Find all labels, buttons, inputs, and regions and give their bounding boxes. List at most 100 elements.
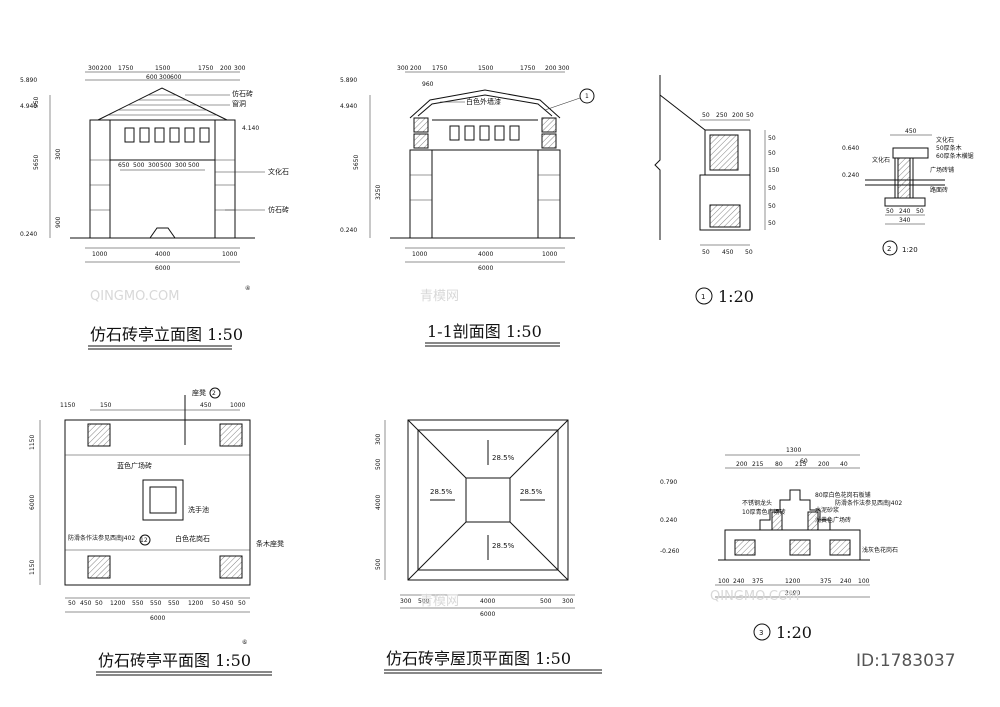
detail3-level-1: 0.790 bbox=[660, 479, 677, 486]
detail3-top-dim-5: 80 bbox=[775, 461, 783, 468]
section-top-dim-1: 300 bbox=[397, 65, 409, 72]
detail1-number: 1 bbox=[701, 293, 705, 301]
section-callout: 1 bbox=[585, 93, 589, 100]
watermark-3: QINGMO.COM bbox=[710, 589, 799, 604]
elev-mid-dim-3: 300 bbox=[148, 162, 160, 169]
elev-label-window: 窗洞 bbox=[232, 99, 246, 108]
roof-bottom-dim-3: 4000 bbox=[480, 598, 495, 605]
elev-label-brick-2: 仿石砖 bbox=[268, 205, 289, 214]
detail2-label-2: 50厚条木 bbox=[936, 144, 962, 152]
title-elevation: 仿石砖亭立面图 1:50 bbox=[90, 325, 243, 344]
detail3-bottom-dim-6: 240 bbox=[840, 578, 852, 585]
plan-label-white-granite: 白色花岗石 bbox=[175, 534, 210, 543]
detail2-level-1: 0.640 bbox=[842, 145, 859, 152]
elev-top-dim-4: 1500 bbox=[155, 65, 170, 72]
elev-axis-tag: ④ bbox=[245, 285, 250, 292]
detail2-label-5: 广场砖铺 bbox=[930, 166, 954, 174]
plan-left-dim-3: 1150 bbox=[29, 560, 36, 575]
detail3-label-5: 浅黄色广场砖 bbox=[815, 516, 851, 524]
detail1-number-circle bbox=[695, 287, 713, 305]
detail1-top-dim-4: 50 bbox=[746, 112, 754, 119]
section-top-dim-3: 1750 bbox=[432, 65, 447, 72]
elev-top-dim-5: 1750 bbox=[198, 65, 213, 72]
detail3-drawing bbox=[715, 454, 870, 641]
plan-bottom-dim-8: 1200 bbox=[188, 600, 203, 607]
detail2-scale: 1:20 bbox=[902, 246, 918, 254]
elev-mid-dim-1: 650 bbox=[118, 162, 130, 169]
section-top-dim-7: 300 bbox=[558, 65, 570, 72]
watermark-1: QINGMO.COM bbox=[90, 289, 179, 304]
plan-bottom-dim-4: 1200 bbox=[110, 600, 125, 607]
detail3-top-dim-6: 215 bbox=[795, 461, 807, 468]
detail2-bottom-dim-1: 50 bbox=[886, 208, 894, 215]
plan-axis-tag: ⑥ bbox=[242, 639, 247, 646]
detail1-drawing bbox=[654, 75, 766, 246]
roof-plan-drawing bbox=[384, 419, 575, 609]
detail1-top-dim-3: 200 bbox=[732, 112, 744, 119]
detail2-number: 2 bbox=[887, 245, 891, 253]
section-top-dim-2: 200 bbox=[410, 65, 422, 72]
roof-slope-2: 28.5% bbox=[430, 488, 453, 496]
watermark-2: 青模网 bbox=[420, 289, 459, 304]
plan-label-bench: 座凳 bbox=[192, 388, 206, 397]
elev-label-brick: 仿石砖 bbox=[232, 89, 253, 98]
plan-label-blue-tile: 蓝色广场砖 bbox=[117, 461, 152, 470]
detail2-label-3: 60厚条木横锯 bbox=[936, 152, 974, 160]
plan-bottom-dim-2: 450 bbox=[80, 600, 92, 607]
detail3-bottom-dim-5: 375 bbox=[820, 578, 832, 585]
section-bottom-dim-1: 1000 bbox=[412, 251, 427, 258]
detail2-label-4: 文化石 bbox=[872, 156, 890, 164]
elev-left-dim-4: 300 bbox=[55, 148, 62, 160]
detail3-bottom-dim-4: 1200 bbox=[785, 578, 800, 585]
title-plan: 仿石砖亭平面图 1:50 bbox=[98, 651, 251, 670]
detail1-text: 50 250 200 50 50 450 50 50 50 150 50 50 … bbox=[695, 112, 780, 306]
plan-note: 防滑条作法参见西南J402 bbox=[68, 534, 135, 542]
detail3-bottom-total: 2090 bbox=[785, 590, 800, 597]
roof-bottom-dim-5: 300 bbox=[562, 598, 574, 605]
section-bottom-total: 6000 bbox=[478, 265, 493, 272]
detail3-bottom-dim-2: 240 bbox=[733, 578, 745, 585]
section-left-dim-2: 3250 bbox=[375, 185, 382, 200]
elevation-text: 仿石砖 窗洞 文化石 仿石砖 5.890 4.940 4.140 0.240 3… bbox=[20, 65, 289, 292]
detail3-label-2: 不锈钢龙头 bbox=[742, 499, 772, 507]
plan-bottom-dim-3: 50 bbox=[95, 600, 103, 607]
watermarks: QINGMO.COM 青模网 QINGMO.COM 青模网 bbox=[90, 289, 799, 609]
elev-top-dim-6: 200 bbox=[220, 65, 232, 72]
detail3-top-dim-4: 215 bbox=[752, 461, 764, 468]
detail1-right-dim-6: 50 bbox=[768, 220, 776, 227]
elev-level-1: 5.890 bbox=[20, 77, 37, 84]
section-left-dim-1: 5650 bbox=[353, 155, 360, 170]
elev-sub-dim-3: 600 bbox=[170, 74, 182, 81]
section-bottom-dim-3: 1000 bbox=[542, 251, 557, 258]
roof-left-dim-1: 300 bbox=[375, 433, 382, 445]
plan-bottom-dim-11: 50 bbox=[238, 600, 246, 607]
plan-top-dim-1: 1150 bbox=[60, 402, 75, 409]
detail3-scale: 1:20 bbox=[776, 623, 812, 642]
detail3-text: 80厚白色花岗石板铺 不锈钢龙头 10厚青色广场砖 水泥砂浆 浅黄色广场砖 浅灰… bbox=[660, 447, 902, 642]
elev-mid-dim-6: 500 bbox=[188, 162, 200, 169]
plan-bottom-dim-6: 550 bbox=[150, 600, 162, 607]
detail1-right-dim-3: 150 bbox=[768, 167, 780, 174]
section-label-white-paint: 白色外墙漆 bbox=[466, 97, 501, 106]
watermark-4: 青模网 bbox=[420, 594, 459, 609]
detail3-label-6: 浅灰色花岗石 bbox=[862, 546, 898, 554]
roof-left-dim-4: 500 bbox=[375, 558, 382, 570]
elev-label-culture-stone: 文化石 bbox=[268, 167, 289, 176]
roof-bottom-dim-4: 500 bbox=[540, 598, 552, 605]
detail2-text: 450 文化石 50厚条木 60厚条木横锯 文化石 广场砖铺 路面砖 0.640… bbox=[842, 128, 974, 254]
plan-top-dim-4: 1000 bbox=[230, 402, 245, 409]
plan-bottom-dim-5: 550 bbox=[132, 600, 144, 607]
plan-left-dim-1: 1150 bbox=[29, 435, 36, 450]
detail3-top-dim-2: 60 bbox=[800, 458, 808, 465]
id-label: ID:1783037 bbox=[856, 651, 956, 671]
plan-callout-1: 2 bbox=[212, 390, 216, 397]
plan-top-dim-2: 150 bbox=[100, 402, 112, 409]
elev-bottom-total: 6000 bbox=[155, 265, 170, 272]
plan-label-wood-bench: 条木座凳 bbox=[256, 539, 284, 548]
elev-bottom-dim-1: 1000 bbox=[92, 251, 107, 258]
plan-bottom-dim-1: 50 bbox=[68, 600, 76, 607]
elev-sub-dim-1: 600 bbox=[146, 74, 158, 81]
detail1-bottom-dim-1: 50 bbox=[702, 249, 710, 256]
plan-bottom-dim-10: 450 bbox=[222, 600, 234, 607]
